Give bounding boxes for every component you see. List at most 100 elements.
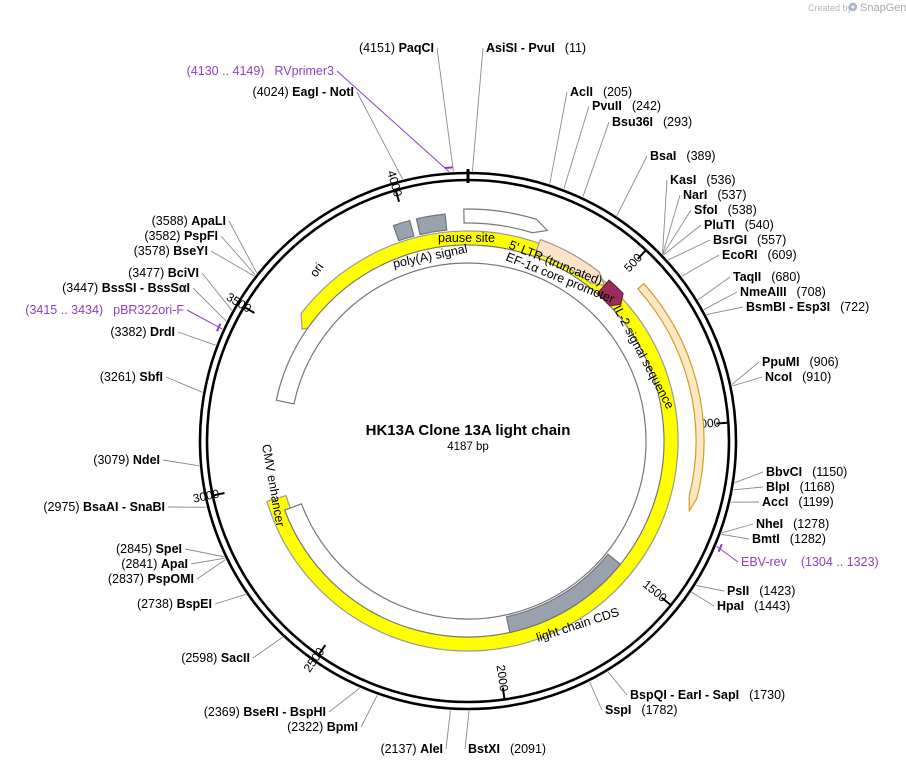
- site-position: (205): [603, 85, 632, 99]
- site-position: (3079): [93, 453, 129, 467]
- primer-label-ebv-rev: EBV-rev(1304 .. 1323): [741, 555, 879, 569]
- enzyme-name: Esp3I: [797, 300, 830, 314]
- leader-bsssi-bsss-i: [192, 287, 227, 322]
- site-label-eagi-noti: (4024) EagI - NotI: [253, 85, 354, 99]
- leader-bcivi: [201, 272, 233, 311]
- snapgene-credit: Created by SnapGene: [808, 2, 906, 14]
- leader-apali: [228, 220, 258, 274]
- feature-poly-a-signal: [392, 219, 415, 242]
- primer-mark-rvprimer3: [444, 166, 453, 169]
- enzyme-name: PspFI: [184, 229, 218, 243]
- site-label-blpi: BlpI(1168): [766, 480, 835, 494]
- site-position: (537): [717, 188, 746, 202]
- site-label-bspqi-eari-sapi: BspQI - EarI - SapI(1730): [630, 688, 785, 702]
- enzyme-name: BsrGI: [713, 233, 747, 247]
- site-position: (293): [663, 115, 692, 129]
- enzyme-name: BspHI: [290, 705, 326, 719]
- leader-ecori: [681, 254, 720, 277]
- enzyme-name: BlpI: [766, 480, 790, 494]
- site-position: (2598): [181, 651, 217, 665]
- enzyme-name: NdeI: [133, 453, 160, 467]
- leader-apai: [190, 557, 225, 565]
- tick-label-3000: 3000: [192, 486, 221, 505]
- leader-nari: [662, 194, 681, 255]
- enzyme-name: BstXI: [468, 742, 500, 756]
- leader-sfoi: [662, 209, 692, 255]
- site-label-pluti: PluTI(540): [704, 218, 774, 232]
- enzyme-name: EagI: [292, 85, 318, 99]
- tick-2500: [318, 644, 327, 655]
- enzyme-name: BsaAI: [83, 500, 118, 514]
- site-position: (242): [632, 99, 661, 113]
- site-label-bsu36i: Bsu36I (293): [612, 115, 692, 129]
- site-label-sacii: (2598) SacII: [181, 651, 250, 665]
- site-label-taqii: TaqII(680): [733, 270, 800, 284]
- leader-bsu36i: [582, 121, 610, 197]
- site-position: (3261): [100, 370, 136, 384]
- leader-bmti: [721, 533, 750, 540]
- site-position: (536): [706, 173, 735, 187]
- enzyme-name: BsmBI: [746, 300, 786, 314]
- enzyme-name: BmtI: [752, 532, 780, 546]
- enzyme-name: PpuMI: [762, 355, 800, 369]
- feature-label-pause-site: pause site: [438, 231, 495, 245]
- enzyme-name: KasI: [670, 173, 696, 187]
- leader-ndei: [162, 459, 200, 467]
- leader-ppumi: [731, 361, 760, 385]
- enzyme-name: BsaI: [650, 149, 676, 163]
- tick-3000: [213, 492, 225, 497]
- leader-alei: [445, 710, 451, 750]
- site-label-pvuii: PvuII(242): [592, 99, 661, 113]
- leader-bstxi: [464, 710, 470, 750]
- leader-sspi: [589, 681, 603, 711]
- primer-mark-ebv-rev: [717, 543, 723, 553]
- enzyme-name: BssSI: [102, 281, 137, 295]
- site-position: (538): [728, 203, 757, 217]
- enzyme-name: EarI: [678, 688, 702, 702]
- feature-5-ltr-truncated: [463, 208, 549, 234]
- site-label-acli: AclI (205): [570, 85, 632, 99]
- tick-2000: [501, 687, 506, 699]
- enzyme-name: DrdI: [150, 325, 175, 339]
- enzyme-name: ApaLI: [191, 214, 226, 228]
- site-label-apali: (3588) ApaLI: [152, 214, 226, 228]
- leader-spei: [184, 548, 225, 558]
- tick-4000: [395, 190, 400, 203]
- site-position: (906): [810, 355, 839, 369]
- enzyme-name: NotI: [330, 85, 354, 99]
- leader-bsrgi: [668, 239, 711, 261]
- enzyme-name: SspI: [605, 703, 631, 717]
- site-label-alei: (2137) AleI: [380, 742, 443, 756]
- enzyme-name: AclI: [570, 85, 593, 99]
- site-position: (609): [767, 248, 796, 262]
- leader-pluti: [663, 224, 702, 256]
- enzyme-name: SnaBI: [130, 500, 165, 514]
- site-label-bsmbi-esp3i: BsmBI - Esp3I(722): [746, 300, 869, 314]
- tick-3500: [244, 306, 255, 314]
- site-position: (2845): [116, 542, 152, 556]
- enzyme-name: HpaI: [717, 599, 744, 613]
- leader-pvuii: [563, 105, 590, 189]
- leader-drdi: [177, 331, 216, 346]
- site-label-asisi-pvui: AsiSI - PvuI(11): [486, 41, 586, 55]
- site-label-kasi: KasI (536): [670, 173, 736, 187]
- credit-brand: SnapGene: [860, 2, 906, 14]
- feature-il-2-signal-sequence: [596, 279, 624, 307]
- enzyme-name: BciVI: [168, 266, 199, 280]
- site-label-hpai: HpaI(1443): [717, 599, 790, 613]
- feature-label-ori: ori: [307, 260, 326, 279]
- site-label-pspfi: (3582) PspFI: [144, 229, 218, 243]
- site-label-sfoi: SfoI(538): [694, 203, 757, 217]
- site-position: (2091): [510, 742, 546, 756]
- label-leaders: [162, 47, 764, 750]
- site-position: (2738): [137, 597, 173, 611]
- primer-leader-pbr322ori-f: [186, 309, 223, 330]
- site-position: (2137): [380, 742, 416, 756]
- enzyme-name: NmeAIII: [740, 285, 787, 299]
- leader-blpi: [733, 486, 764, 491]
- site-position: (3382): [110, 325, 146, 339]
- enzyme-name: NcoI: [765, 370, 792, 384]
- site-label-bsssi-bsss-i: (3447) BssSI - BssSαI: [62, 281, 190, 295]
- enzyme-name: Bsu36I: [612, 115, 653, 129]
- site-label-apai: (2841) ApaI: [121, 557, 188, 571]
